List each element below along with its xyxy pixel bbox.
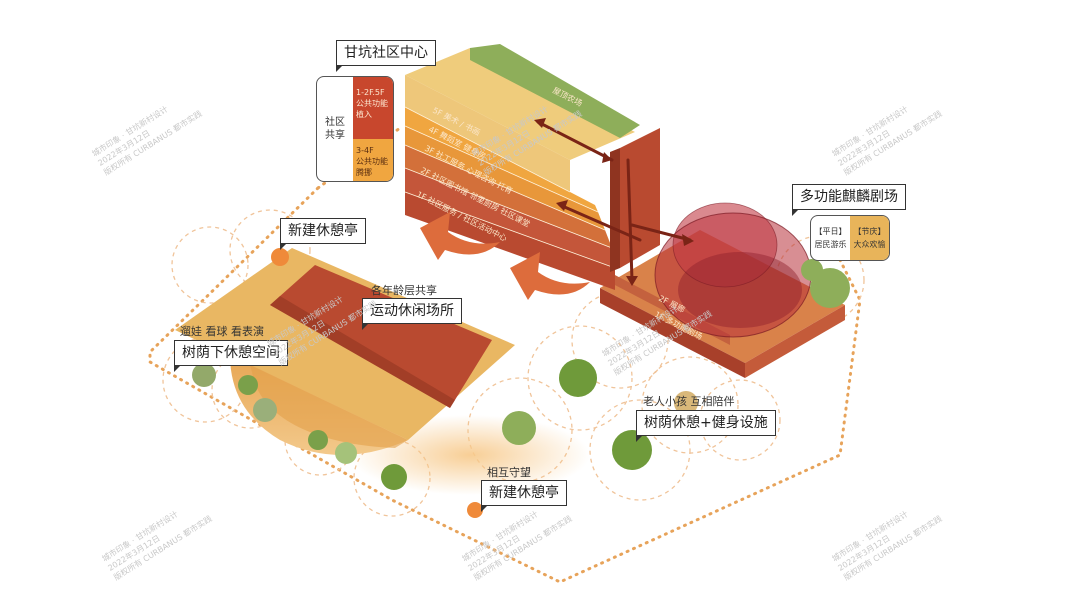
sports-note: 各年龄层共享 — [371, 284, 437, 297]
theatre-sphere — [654, 202, 812, 338]
legend-left-header: 社区 共享 — [325, 117, 345, 141]
legend-item-public-implant: 1-2F.5F 公共功能 植入 — [353, 77, 393, 139]
fitness-callout: 树荫休憩+健身设施 — [636, 410, 776, 442]
legend-left: 社区 共享 1-2F.5F 公共功能 植入 3-4F 公共功能 腾挪 — [316, 76, 394, 182]
cascade-arrows — [420, 212, 590, 300]
theatre-callout: 多功能麒麟剧场 — [792, 184, 906, 216]
sports-court — [270, 265, 492, 408]
pavilion-bottom-marker — [467, 502, 483, 518]
flow-arrows — [536, 120, 692, 282]
theatre-base-front — [600, 288, 745, 378]
title-callout: 甘坑社区中心 — [336, 40, 436, 72]
fitness-note: 老人小孩 互相陪伴 — [643, 395, 735, 408]
pavilion-top-callout: 新建休憩亭 — [280, 218, 366, 250]
shade-note: 遛娃 看球 看表演 — [180, 325, 264, 338]
arrow-heads — [534, 118, 694, 286]
pavilion-top-marker — [271, 248, 289, 266]
theatre-base-side — [745, 305, 845, 378]
site-boundary — [148, 186, 862, 584]
theatre-legend-weekday: 【平日】 居民游乐 — [814, 227, 847, 249]
pavilion-bottom-callout: 新建休憩亭 — [481, 480, 567, 512]
pavilion-bottom-note: 相互守望 — [487, 466, 531, 479]
theatre-legend-festival: 【节庆】 大众欢愉 — [850, 216, 889, 260]
shade-callout: 树荫下休憩空间 — [174, 340, 288, 372]
sports-court-highlight — [270, 296, 455, 408]
roof-farm — [470, 44, 640, 138]
shade-fan-lower — [250, 365, 408, 448]
community-centre-building — [404, 44, 660, 290]
sports-callout: 运动休闲场所 — [362, 298, 462, 330]
legend-item-public-shift: 3-4F 公共功能 腾挪 — [353, 139, 393, 181]
theatre-legend: 【平日】 居民游乐 【节庆】 大众欢愉 — [810, 215, 890, 261]
